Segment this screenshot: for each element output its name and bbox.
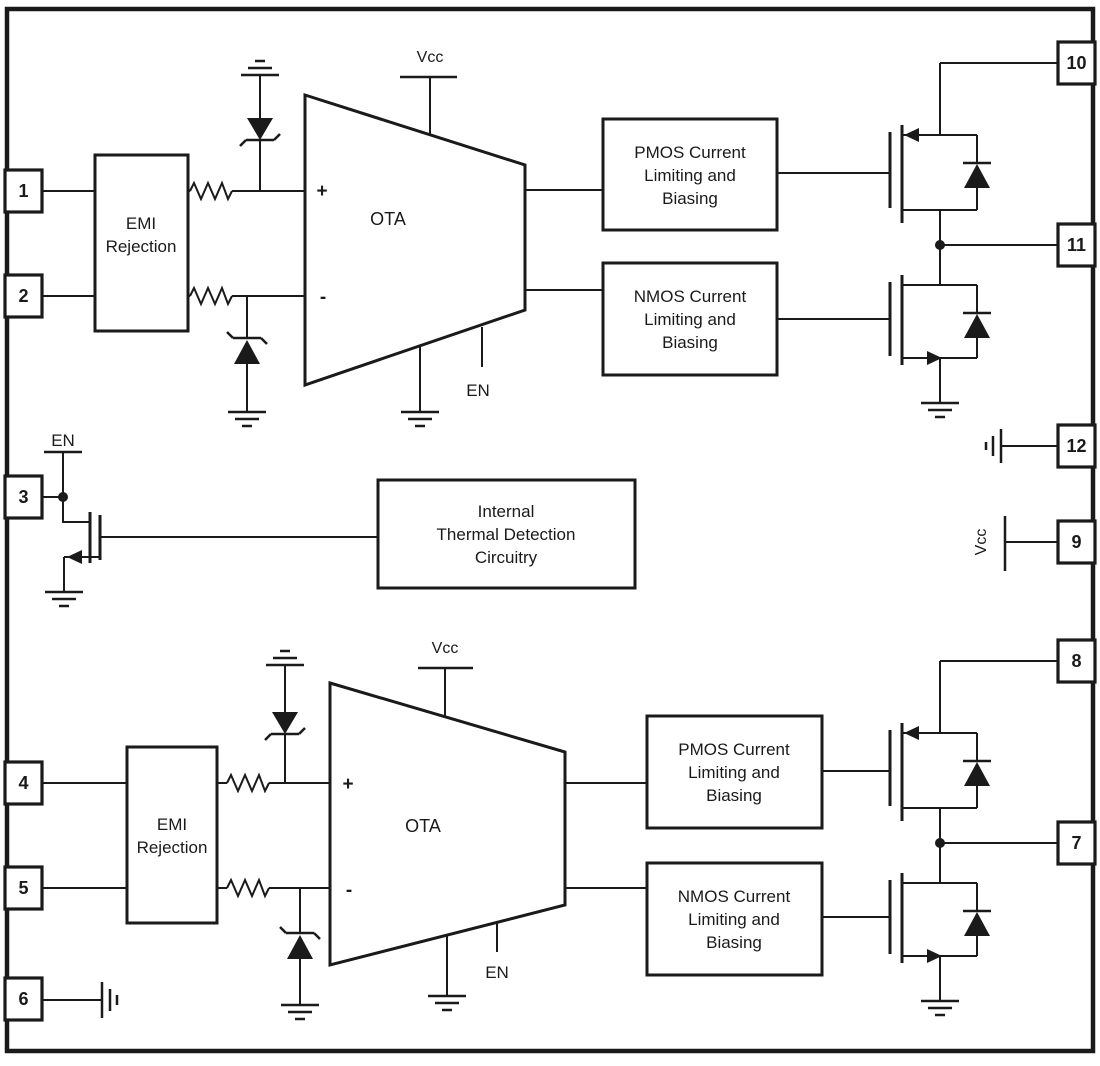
ota-amplifier: [303, 92, 527, 388]
ground-icon: [279, 1003, 321, 1021]
ground-icon: [399, 410, 441, 428]
rail-icon: [239, 59, 281, 77]
zener-diode-icon: [278, 925, 322, 961]
ground-icon: [226, 410, 268, 428]
nmos-block-label: NMOS Current: [678, 887, 791, 906]
wire: [62, 497, 90, 523]
minus-input-label: -: [346, 880, 352, 901]
nmos-current-limit-block: [601, 261, 779, 377]
thermal-block-label: Internal: [478, 502, 535, 521]
input-clamp-bottom: [225, 296, 269, 428]
ota-label: OTA: [405, 816, 441, 836]
pmos-block-label: Limiting and: [644, 166, 736, 185]
pin-box-12: [1056, 423, 1097, 469]
pin-number: 7: [1071, 833, 1081, 853]
pin-number: 1: [18, 181, 28, 201]
emi-label: Rejection: [106, 237, 177, 256]
minus-input-label: -: [320, 287, 326, 308]
pin-box-9: [1056, 519, 1097, 565]
nmos-block-label: Biasing: [662, 333, 718, 352]
pin-box-5: [3, 865, 44, 911]
pin-box-7: [1056, 820, 1097, 866]
resistor-icon: [189, 182, 233, 200]
ota-amplifier: [328, 680, 567, 967]
emi-rejection-block: [125, 745, 219, 925]
pin-box-6: [3, 976, 44, 1022]
pin-number: 10: [1066, 53, 1086, 73]
pin-number: 9: [1071, 532, 1081, 552]
pin-number: 8: [1071, 651, 1081, 671]
ground-icon: [984, 427, 1003, 465]
plus-input-label: +: [316, 181, 327, 202]
resistor-icon: [226, 774, 270, 792]
pin-number: 4: [18, 773, 28, 793]
resistor-icon: [226, 879, 270, 897]
pin-number: 12: [1066, 436, 1086, 456]
rail-icon: [264, 649, 306, 667]
vcc-label: Vcc: [432, 640, 459, 657]
emi-label: Rejection: [137, 838, 208, 857]
pmos-block-label: PMOS Current: [678, 740, 790, 759]
ground-icon: [43, 590, 85, 608]
nmos-block-label: NMOS Current: [634, 287, 747, 306]
en-label: EN: [466, 381, 490, 400]
pin-box-2: [3, 273, 44, 319]
pin-box-10: [1056, 40, 1097, 86]
input-clamp-top: [263, 649, 307, 783]
vcc-label: Vcc: [973, 529, 990, 556]
enable-thermal-section: EN Internal Thermal Detection Circuitry: [42, 431, 637, 608]
en-label: EN: [485, 963, 509, 982]
pin-box-8: [1056, 638, 1097, 684]
amplifier-channel-a: EMI Rejection + - OTA Vcc EN: [42, 49, 1080, 428]
amplifier-channel-b: EMI Rejection + - OTA Vcc EN: [42, 640, 1080, 1021]
pin-number: 2: [18, 286, 28, 306]
pmos-block-label: Biasing: [706, 786, 762, 805]
resistor-icon: [189, 287, 233, 305]
pmos-block-label: Limiting and: [688, 763, 780, 782]
nmos-block-label: Biasing: [706, 933, 762, 952]
pin-box-11: [1056, 222, 1097, 268]
ground-icon: [100, 980, 119, 1020]
thermal-block-label: Thermal Detection: [437, 525, 576, 544]
zener-diode-icon: [225, 330, 269, 366]
pin-box-1: [3, 168, 44, 214]
pin-number: 6: [18, 989, 28, 1009]
pin-number: 11: [1067, 235, 1086, 255]
nmos-current-limit-block: [645, 861, 824, 977]
input-clamp-bottom: [278, 888, 322, 1021]
pin-boxes: 1 2 3 4 5 6 10 11 12 9 8 7: [3, 40, 1097, 1022]
vcc-label: Vcc: [417, 49, 444, 66]
emi-label: EMI: [157, 815, 187, 834]
thermal-block-label: Circuitry: [475, 548, 538, 567]
pin6-ground: [42, 980, 119, 1020]
input-clamp-top: [238, 59, 282, 191]
nmos-block-label: Limiting and: [688, 910, 780, 929]
ground-icon: [426, 994, 468, 1012]
nmos-block-label: Limiting and: [644, 310, 736, 329]
en-label: EN: [51, 431, 75, 450]
pmos-current-limit-block: [645, 714, 824, 830]
arrow-icon: [67, 550, 82, 564]
emi-label: EMI: [126, 214, 156, 233]
pmos-block-label: PMOS Current: [634, 143, 746, 162]
plus-input-label: +: [342, 774, 353, 795]
ota-label: OTA: [370, 209, 406, 229]
pin-box-3: [3, 474, 44, 520]
pmos-current-limit-block: [601, 117, 779, 232]
output-stage: [777, 63, 1080, 417]
supply-pins-section: Vcc: [973, 427, 1058, 571]
emi-rejection-block: [93, 153, 190, 333]
pin-number: 3: [18, 487, 28, 507]
pin-number: 5: [18, 878, 28, 898]
pin-box-4: [3, 760, 44, 806]
enable-transistor: [43, 512, 378, 608]
thermal-detection-block: [376, 478, 637, 590]
pmos-block-label: Biasing: [662, 189, 718, 208]
